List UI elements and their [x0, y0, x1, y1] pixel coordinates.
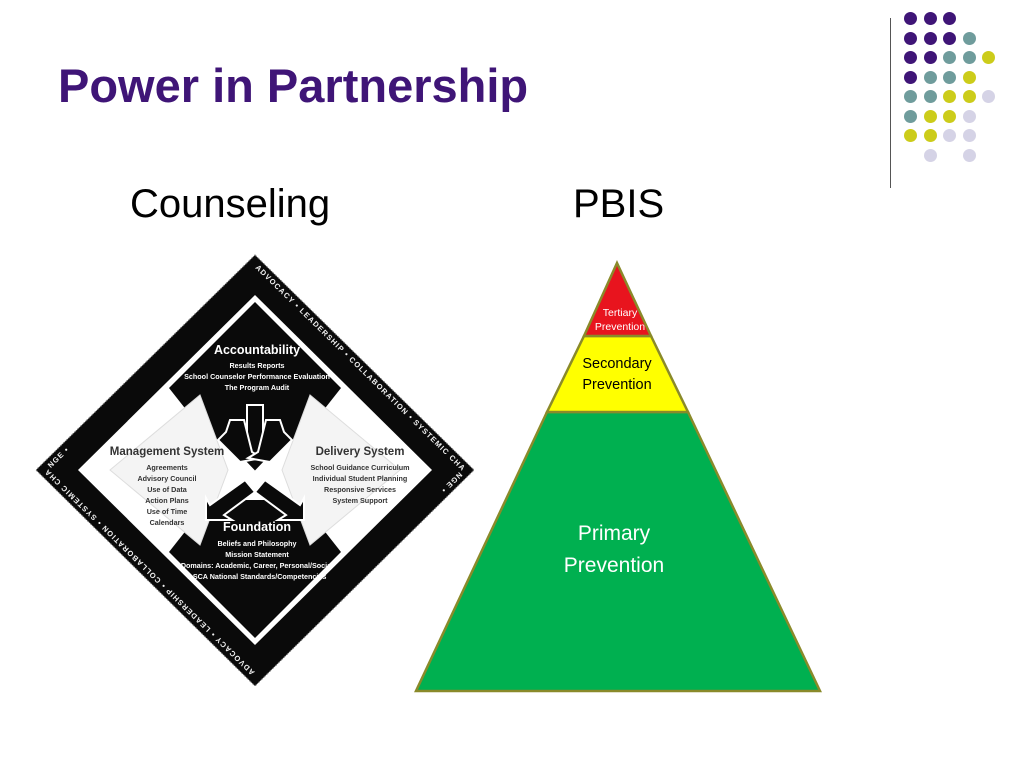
decorative-dot: [962, 129, 976, 142]
decorative-dot: [904, 90, 917, 103]
accountability-line: School Counselor Performance Evaluation: [184, 372, 330, 381]
arrows-icon: [205, 404, 305, 521]
decorative-dot: [962, 31, 976, 45]
decorative-dot: [943, 51, 956, 64]
secondary-label-line: Secondary: [582, 356, 652, 372]
delivery-line: System Support: [332, 496, 388, 505]
tertiary-tier: [582, 260, 653, 338]
decorative-dot: [904, 129, 917, 142]
pbis-heading: PBIS: [573, 182, 665, 226]
decorative-dot: [904, 109, 917, 123]
management-heading: Management System: [110, 446, 224, 458]
decorative-dot: [982, 90, 995, 103]
decorative-dot: [904, 70, 917, 84]
management-line: Use of Time: [147, 507, 188, 516]
foundation-heading: Foundation: [223, 520, 291, 534]
management-line: Agreements: [146, 463, 188, 472]
divider-line: [890, 18, 891, 188]
decorative-dot: [904, 51, 917, 64]
decorative-dot: [923, 12, 937, 25]
primary-tier: [414, 410, 822, 693]
decorative-dot: [923, 109, 937, 123]
decorative-dot-grid: [904, 12, 1024, 172]
management-line: Advisory Council: [137, 474, 196, 483]
decorative-dot: [904, 12, 917, 25]
foundation-line: Domains: Academic, Career, Personal/Soci…: [181, 561, 333, 570]
secondary-tier: [545, 334, 690, 414]
accountability-line: The Program Audit: [225, 383, 290, 392]
counseling-heading: Counseling: [130, 182, 331, 226]
foundation-line: ASCA National Standards/Competencies: [188, 572, 327, 581]
decorative-dot: [943, 129, 956, 142]
accountability-line: Results Reports: [229, 361, 284, 370]
management-line: Calendars: [150, 518, 185, 527]
decorative-dot: [943, 90, 956, 103]
delivery-line: School Guidance Curriculum: [310, 463, 409, 472]
decorative-dot: [904, 31, 917, 45]
foundation-line: Mission Statement: [225, 550, 289, 559]
delivery-heading: Delivery System: [316, 446, 405, 458]
decorative-dot: [923, 31, 937, 45]
management-line: Action Plans: [145, 496, 189, 505]
decorative-dot: [962, 70, 976, 84]
decorative-dot: [923, 70, 937, 84]
delivery-line: Individual Student Planning: [313, 474, 408, 483]
decorative-dot: [923, 129, 937, 142]
tertiary-label-line: Prevention: [595, 321, 645, 333]
delivery-line: Responsive Services: [324, 485, 396, 494]
decorative-dot: [943, 70, 956, 84]
decorative-dot: [943, 12, 956, 25]
decorative-dot: [962, 90, 976, 103]
primary-label-line: Primary: [578, 522, 651, 545]
decorative-dot: [943, 31, 956, 45]
decorative-dot: [923, 148, 937, 162]
decorative-dot: [943, 109, 956, 123]
decorative-dot: [962, 148, 976, 162]
decorative-dot: [962, 51, 976, 64]
management-line: Use of Data: [147, 485, 188, 494]
foundation-line: Beliefs and Philosophy: [217, 539, 296, 548]
decorative-dot: [923, 51, 937, 64]
decorative-dot: [982, 51, 995, 64]
decorative-dot: [923, 90, 937, 103]
secondary-label-line: Prevention: [582, 377, 651, 393]
tertiary-label-line: Tertiary: [603, 307, 638, 319]
accountability-heading: Accountability: [214, 343, 300, 357]
slide-title: Power in Partnership: [58, 59, 529, 112]
decorative-dot: [962, 109, 976, 123]
primary-label-line: Prevention: [564, 554, 664, 577]
